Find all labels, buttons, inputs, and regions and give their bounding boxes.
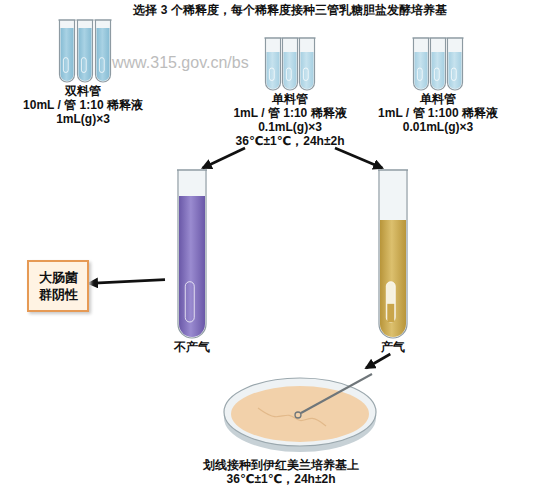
test-tube-illustration bbox=[368, 168, 418, 340]
tube-glass bbox=[301, 39, 314, 89]
tube-liquid bbox=[267, 52, 280, 89]
caption-text: 0.01mL(g)×3 bbox=[363, 120, 513, 134]
tube-liquid bbox=[284, 52, 297, 89]
durham-tube bbox=[417, 68, 422, 80]
tube-liquid bbox=[432, 52, 445, 89]
durham-tube bbox=[434, 68, 439, 80]
tube-outline bbox=[178, 170, 206, 338]
tube-glass bbox=[61, 21, 74, 81]
test-tube-illustration bbox=[167, 168, 217, 340]
watermark: www.315.gov.cn/bs bbox=[112, 54, 249, 72]
result-box: 大肠菌群阴性 bbox=[27, 260, 89, 312]
tube-glass bbox=[449, 39, 462, 89]
durham-tube bbox=[99, 58, 104, 73]
tube-liquid bbox=[97, 28, 110, 81]
tube-rim bbox=[299, 37, 316, 39]
durham-tube bbox=[386, 282, 395, 322]
tube-rim bbox=[95, 19, 112, 21]
tube-outline bbox=[448, 38, 463, 90]
durham-tube bbox=[286, 68, 291, 80]
tube-rim bbox=[77, 19, 94, 21]
caption-text: 单料管 bbox=[215, 92, 365, 106]
tube-outline bbox=[283, 38, 298, 90]
tube-group: 单料管1mL / 管 1:100 稀释液0.01mL(g)×3 bbox=[363, 36, 513, 134]
tube-glass bbox=[415, 39, 428, 89]
loop-tip bbox=[295, 412, 301, 418]
tube-group: 双料管10mL / 管 1:10 稀释液1mL(g)×3 bbox=[8, 18, 158, 126]
purple-tube: 不产气 bbox=[165, 168, 219, 354]
tube-rim bbox=[447, 37, 464, 39]
tube-glass bbox=[179, 171, 205, 337]
tube-outline bbox=[379, 170, 407, 338]
tube-glass bbox=[267, 39, 280, 89]
result-text: 大肠菌群阴性 bbox=[37, 269, 79, 303]
caption-text: 36℃±1℃，24h±2h bbox=[148, 472, 414, 486]
caption-text: 不产气 bbox=[165, 340, 219, 354]
tube-outline bbox=[96, 20, 111, 82]
diagram-title: 选择 3 个稀释度，每个稀释度接种三管乳糖胆盐发酵培养基 bbox=[115, 3, 465, 17]
caption-text: 1mL / 管 1:10 稀释液 bbox=[215, 106, 365, 120]
tube-rim bbox=[430, 37, 447, 39]
caption-text: 单料管 bbox=[363, 92, 513, 106]
dish-rim bbox=[224, 378, 376, 446]
durham-tube bbox=[451, 68, 456, 80]
test-tube-illustration bbox=[10, 18, 156, 84]
petri-dish: 划线接种到伊红美兰培养基上36℃±1℃，24h±2h bbox=[148, 368, 414, 486]
flow-arrow bbox=[366, 354, 390, 368]
tube-glass bbox=[432, 39, 445, 89]
tube-liquid bbox=[61, 28, 74, 81]
durham-tube bbox=[303, 68, 308, 80]
tube-liquid bbox=[179, 196, 205, 337]
tube-outline bbox=[78, 20, 93, 82]
caption-text: 划线接种到伊红美兰培养基上 bbox=[148, 458, 414, 472]
tube-outline bbox=[266, 38, 281, 90]
caption-text: 36℃±1℃，24h±2h bbox=[215, 134, 365, 148]
streak-line bbox=[258, 408, 326, 426]
tube-liquid bbox=[449, 52, 462, 89]
flow-arrow bbox=[203, 148, 245, 168]
durham-tube bbox=[185, 282, 194, 322]
tube-group: 单料管1mL / 管 1:10 稀释液0.1mL(g)×336℃±1℃，24h±… bbox=[215, 36, 365, 148]
test-tube-illustration bbox=[217, 36, 363, 92]
tube-outline bbox=[300, 38, 315, 90]
tube-liquid bbox=[301, 52, 314, 89]
tube-outline bbox=[414, 38, 429, 90]
agar-medium bbox=[231, 386, 369, 442]
durham-tube bbox=[63, 58, 68, 73]
caption-text: 1mL(g)×3 bbox=[8, 112, 158, 126]
tube-glass bbox=[380, 171, 406, 337]
tube-liquid bbox=[79, 28, 92, 81]
durham-tube bbox=[269, 68, 274, 80]
caption-text: 1mL / 管 1:100 稀释液 bbox=[363, 106, 513, 120]
tube-glass bbox=[284, 39, 297, 89]
tube-rim bbox=[282, 37, 299, 39]
tube-rim bbox=[413, 37, 430, 39]
tube-outline bbox=[60, 20, 75, 82]
tube-outline bbox=[431, 38, 446, 90]
caption-text: 双料管 bbox=[8, 84, 158, 98]
caption-text: 产气 bbox=[366, 340, 420, 354]
tube-rim bbox=[59, 19, 76, 21]
tube-rim bbox=[378, 169, 408, 171]
durham-liquid bbox=[387, 304, 394, 322]
caption-text: 10mL / 管 1:10 稀释液 bbox=[8, 98, 158, 112]
yellow-tube: 产气 bbox=[366, 168, 420, 354]
petri-dish-illustration bbox=[150, 368, 412, 458]
durham-tube bbox=[81, 58, 86, 73]
inoculating-loop bbox=[301, 374, 372, 413]
tube-glass bbox=[97, 21, 110, 81]
tube-rim bbox=[177, 169, 207, 171]
tube-liquid bbox=[380, 220, 406, 337]
flow-arrow bbox=[89, 280, 165, 284]
caption-text: 0.1mL(g)×3 bbox=[215, 120, 365, 134]
flow-arrow bbox=[335, 148, 382, 168]
tube-rim bbox=[265, 37, 282, 39]
tube-liquid bbox=[415, 52, 428, 89]
test-tube-illustration bbox=[365, 36, 511, 92]
tube-glass bbox=[79, 21, 92, 81]
